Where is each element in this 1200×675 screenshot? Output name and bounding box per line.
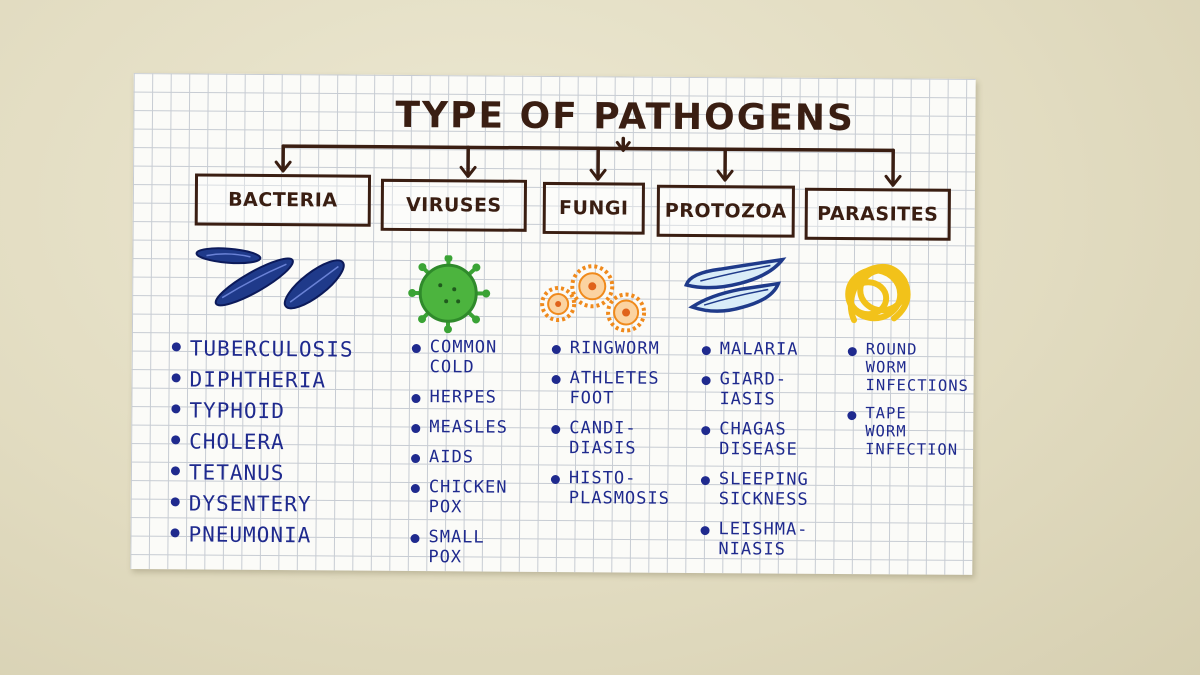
list-item: TETANUS: [167, 459, 417, 488]
list-item: TUBERCULOSIS: [168, 335, 418, 364]
list-item: COMMON COLD: [408, 337, 568, 378]
list-item: AIDS: [407, 447, 567, 468]
list-item: DIPHTHERIA: [168, 366, 418, 395]
virus-illustration: [408, 254, 491, 334]
disease-list-parasites: ROUND WORM INFECTIONS TAPE WORM INFECTIO…: [843, 340, 972, 469]
list-item: CHOLERA: [167, 428, 417, 457]
disease-list-bacteria: TUBERCULOSIS DIPHTHERIA TYPHOID CHOLERA …: [166, 335, 418, 554]
category-box-viruses: VIRUSES: [380, 178, 528, 232]
protozoa-illustration: [684, 257, 787, 313]
list-item: PNEUMONIA: [166, 521, 416, 550]
list-item: SLEEPING SICKNESS: [697, 469, 857, 510]
list-item: DYSENTERY: [167, 490, 417, 519]
disease-list-viruses: COMMON COLD HERPES MEASLES AIDS CHICKEN …: [406, 337, 568, 578]
list-item: CANDI- DIASIS: [547, 418, 717, 459]
list-item: CHAGAS DISEASE: [697, 419, 857, 460]
category-box-bacteria: BACTERIA: [194, 173, 372, 227]
category-box-fungi: FUNGI: [542, 181, 645, 235]
grid-paper-card: TYPE OF PATHOGENS BACTERIA VIRUSES FUNGI…: [130, 73, 976, 578]
list-item: SMALL POX: [406, 527, 566, 568]
list-item: MEASLES: [407, 417, 567, 438]
disease-list-fungi: RINGWORM ATHLETES FOOT CANDI- DIASIS HIS…: [547, 338, 718, 519]
list-item: CHICKEN POX: [407, 477, 567, 518]
list-item: HISTO- PLASMOSIS: [547, 468, 717, 509]
list-item: MALARIA: [698, 339, 858, 360]
list-item: LEISHMA- NIASIS: [696, 519, 856, 560]
list-item: ATHLETES FOOT: [547, 368, 717, 409]
category-box-protozoa: PROTOZOA: [656, 184, 795, 238]
list-item: ROUND WORM INFECTIONS: [844, 340, 972, 395]
disease-list-protozoa: MALARIA GIARD- IASIS CHAGAS DISEASE SLEE…: [696, 339, 858, 570]
fungi-illustration: [540, 264, 647, 333]
list-item: HERPES: [407, 387, 567, 408]
list-item: RINGWORM: [548, 338, 718, 359]
parasite-illustration: [845, 263, 911, 324]
bacteria-illustration: [195, 247, 345, 310]
list-item: TAPE WORM INFECTION: [843, 404, 971, 459]
hierarchy-connectors: [274, 136, 902, 187]
category-box-parasites: PARASITES: [804, 187, 951, 241]
list-item: GIARD- IASIS: [697, 369, 857, 410]
list-item: TYPHOID: [167, 397, 417, 426]
